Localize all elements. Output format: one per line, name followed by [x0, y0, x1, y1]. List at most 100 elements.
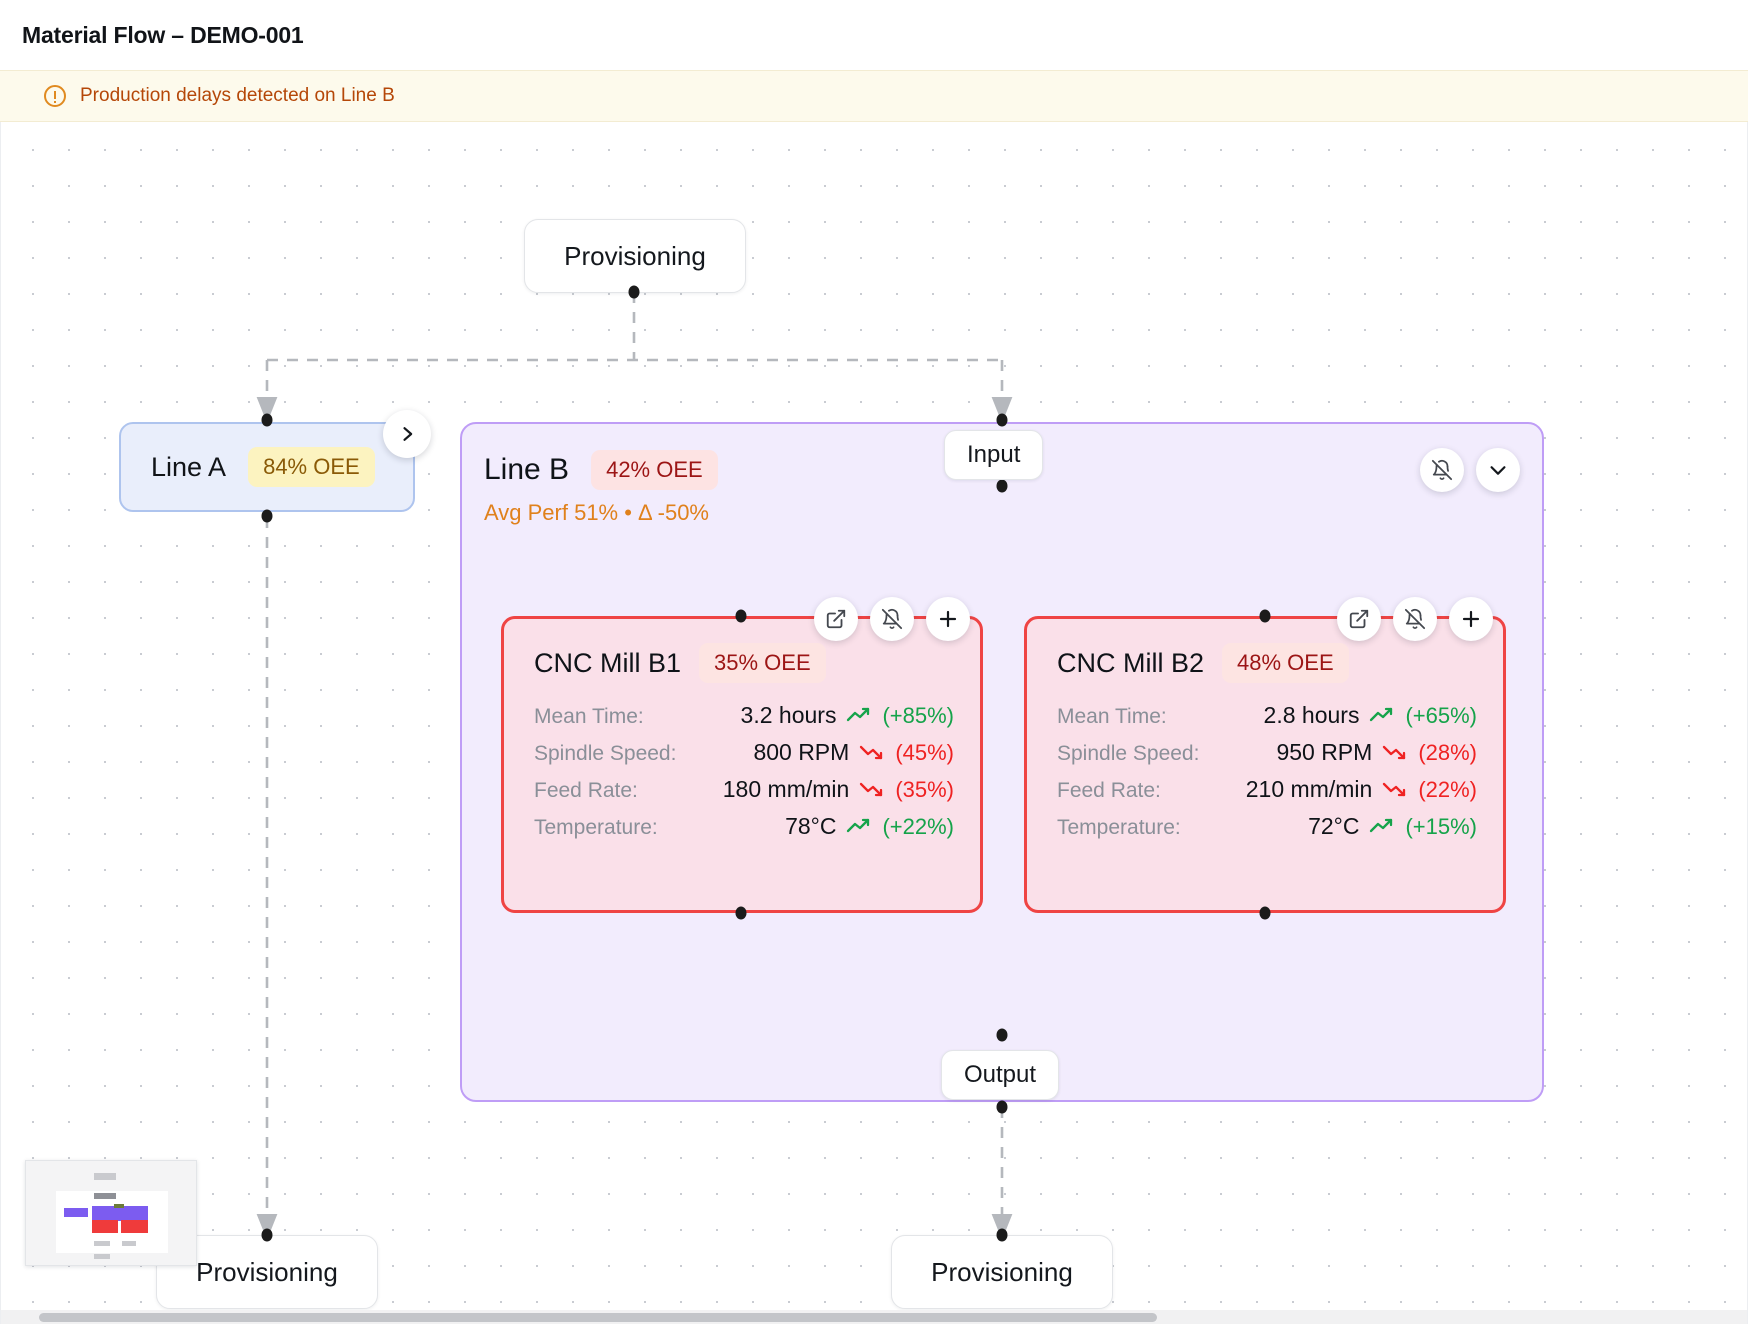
minimap-node — [92, 1206, 148, 1221]
minimap-node — [94, 1241, 110, 1246]
metric-delta: (35%) — [895, 777, 954, 802]
cnc-b2-mute-button[interactable] — [1393, 597, 1437, 641]
metric-delta: (+22%) — [882, 814, 954, 839]
handle-cnc-b1-in[interactable] — [735, 609, 747, 623]
node-line-a[interactable]: Line A 84% OEE — [119, 422, 415, 512]
metric-label: Spindle Speed: — [534, 742, 677, 765]
minimap-node — [122, 1241, 136, 1246]
trend-up-icon — [847, 818, 870, 833]
handle-line-b-input-out[interactable] — [996, 479, 1008, 493]
node-provisioning-bottom-right[interactable]: Provisioning — [891, 1235, 1113, 1309]
metric-row: Spindle Speed: 800 RPM (45%) — [534, 734, 954, 771]
metric-label: Temperature: — [534, 816, 658, 839]
metric-value: 72°C — [1308, 813, 1360, 839]
metric-delta: (45%) — [895, 740, 954, 765]
handle-cnc-b2-out[interactable] — [1259, 906, 1271, 920]
minimap-node — [94, 1254, 110, 1259]
minimap-node — [94, 1193, 116, 1199]
trend-up-icon — [847, 707, 870, 722]
line-a-oee-badge: 84% OEE — [248, 447, 375, 487]
bell-off-icon — [881, 608, 903, 630]
bell-off-icon — [1431, 459, 1453, 481]
metric-row: Temperature: 78°C (+22%) — [534, 808, 954, 845]
handle-line-b-out[interactable] — [996, 1100, 1008, 1114]
metric-label: Feed Rate: — [534, 779, 638, 802]
handle-line-b-output-in[interactable] — [996, 1028, 1008, 1042]
cnc-b2-open-button[interactable] — [1337, 597, 1381, 641]
line-b-input-label: Input — [967, 441, 1021, 468]
handle-provisioning-bl-in[interactable] — [261, 1228, 273, 1242]
trend-down-icon — [860, 782, 883, 797]
line-b-collapse-button[interactable] — [1476, 448, 1520, 492]
line-a-expand-button[interactable] — [383, 410, 431, 458]
node-cnc-mill-b2[interactable]: CNC Mill B2 48% OEE Mean Time: 2.8 hours… — [1024, 597, 1506, 913]
line-b-oee-badge: 42% OEE — [591, 450, 718, 490]
page-title: Material Flow – DEMO-001 — [22, 22, 304, 48]
cnc-b1-name: CNC Mill B1 — [534, 647, 682, 678]
flow-canvas[interactable]: Provisioning Line A 84% OEE Line B 42% O… — [0, 122, 1748, 1324]
cnc-b1-oee-badge: 35% OEE — [699, 643, 826, 683]
node-cnc-mill-b1[interactable]: CNC Mill B1 35% OEE Mean Time: 3.2 hours… — [501, 597, 983, 913]
node-provisioning-bottom-left[interactable]: Provisioning — [156, 1235, 378, 1309]
line-b-subtitle: Avg Perf 51% • Δ -50% — [484, 500, 709, 525]
plus-icon — [939, 610, 957, 628]
handle-cnc-b1-out[interactable] — [735, 906, 747, 920]
handle-line-a-in[interactable] — [261, 413, 273, 427]
horizontal-scrollbar[interactable] — [1, 1310, 1747, 1324]
trend-down-icon — [860, 745, 883, 760]
line-b-output-pill[interactable]: Output — [941, 1050, 1060, 1100]
provisioning-br-label: Provisioning — [931, 1256, 1073, 1287]
metric-label: Mean Time: — [1057, 705, 1167, 728]
handle-line-b-in[interactable] — [996, 413, 1008, 427]
metric-label: Temperature: — [1057, 816, 1181, 839]
chevron-down-icon — [1490, 466, 1506, 475]
metric-delta: (22%) — [1418, 777, 1477, 802]
cnc-b1-add-button[interactable] — [926, 597, 970, 641]
metric-row: Feed Rate: 210 mm/min (22%) — [1057, 771, 1477, 808]
handle-provisioning-br-in[interactable] — [996, 1228, 1008, 1242]
scrollbar-thumb[interactable] — [39, 1313, 1157, 1322]
external-link-icon — [1349, 609, 1369, 629]
minimap-node — [114, 1204, 124, 1208]
provisioning-bl-label: Provisioning — [196, 1256, 338, 1287]
alert-message: Production delays detected on Line B — [80, 85, 395, 106]
metric-row: Mean Time: 2.8 hours (+65%) — [1057, 697, 1477, 734]
metric-label: Spindle Speed: — [1057, 742, 1200, 765]
cnc-b2-oee-badge: 48% OEE — [1222, 643, 1349, 683]
cnc-b1-actions — [814, 597, 970, 641]
metric-value: 78°C — [785, 813, 837, 839]
minimap-node — [64, 1208, 88, 1217]
minimap-node — [92, 1220, 118, 1233]
line-b-output-label: Output — [964, 1061, 1037, 1088]
external-link-icon — [826, 609, 846, 629]
metric-row: Feed Rate: 180 mm/min (35%) — [534, 771, 954, 808]
metric-label: Feed Rate: — [1057, 779, 1161, 802]
trend-up-icon — [1370, 707, 1393, 722]
bell-off-icon — [1404, 608, 1426, 630]
trend-down-icon — [1383, 782, 1406, 797]
node-provisioning-top[interactable]: Provisioning — [524, 219, 746, 293]
alert-banner: Production delays detected on Line B — [0, 70, 1748, 122]
cnc-b1-open-button[interactable] — [814, 597, 858, 641]
metric-value: 2.8 hours — [1263, 702, 1360, 728]
trend-down-icon — [1383, 745, 1406, 760]
provisioning-top-label: Provisioning — [564, 240, 706, 271]
cnc-b2-add-button[interactable] — [1449, 597, 1493, 641]
metric-delta: (+65%) — [1405, 703, 1477, 728]
handle-cnc-b2-in[interactable] — [1259, 609, 1271, 623]
handle-line-a-out[interactable] — [261, 509, 273, 523]
metric-value: 950 RPM — [1276, 739, 1373, 765]
plus-icon — [1462, 610, 1480, 628]
cnc-b1-mute-button[interactable] — [870, 597, 914, 641]
handle-provisioning-top-out[interactable] — [628, 285, 640, 299]
line-b-name: Line B — [484, 453, 570, 486]
metric-delta: (28%) — [1418, 740, 1477, 765]
line-b-header: Line B 42% OEE Avg Perf 51% • Δ -50% — [462, 424, 1542, 526]
metric-row: Temperature: 72°C (+15%) — [1057, 808, 1477, 845]
line-a-name: Line A — [151, 451, 227, 482]
line-b-mute-button[interactable] — [1420, 448, 1464, 492]
trend-up-icon — [1370, 818, 1393, 833]
line-b-input-pill[interactable]: Input — [944, 430, 1044, 480]
minimap[interactable] — [25, 1160, 197, 1266]
metric-value: 800 RPM — [753, 739, 850, 765]
